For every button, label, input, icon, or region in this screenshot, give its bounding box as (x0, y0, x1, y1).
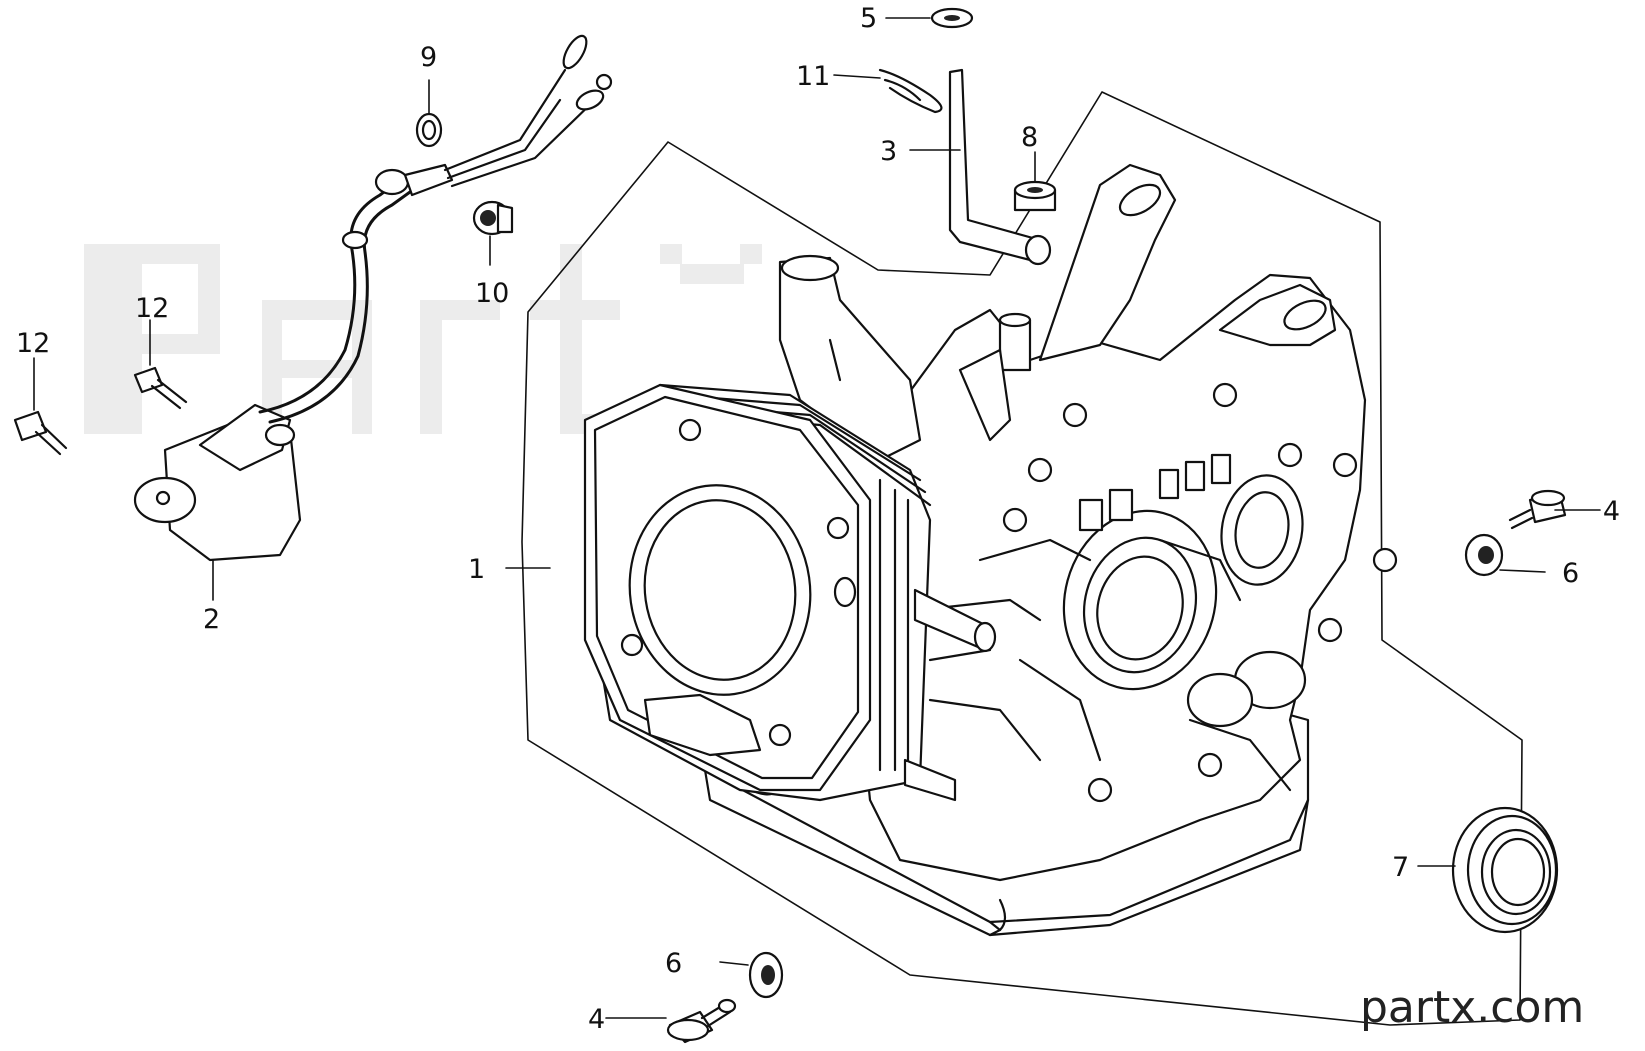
bolt-part-4a (1508, 489, 1567, 530)
callout-6-right: 6 (1562, 558, 1579, 589)
callout-9: 9 (420, 42, 437, 73)
callout-4-right: 4 (1603, 496, 1620, 527)
callout-3: 3 (880, 136, 897, 167)
callout-12-b: 12 (16, 328, 50, 359)
callout-2: 2 (203, 604, 220, 635)
nut-part-8 (1013, 180, 1057, 212)
callout-11: 11 (796, 61, 830, 92)
cylinder-block (703, 163, 1398, 937)
ignition-coil (133, 34, 613, 562)
callout-labels: 1 2 3 4 4 5 6 6 7 8 9 10 11 12 12 (16, 3, 1620, 1035)
assembly-boundary (521, 91, 1523, 1026)
callout-7: 7 (1392, 852, 1409, 883)
callout-10: 10 (475, 278, 509, 309)
clip-part (878, 68, 943, 114)
callout-12-a: 12 (135, 293, 169, 324)
callout-4-bottom: 4 (588, 1004, 605, 1035)
oil-seal-part-7 (1451, 806, 1559, 934)
grommet-part-10 (472, 200, 514, 236)
callout-1: 1 (468, 554, 485, 585)
o-ring-part-9 (415, 112, 443, 148)
rod-part (948, 68, 1052, 266)
washer-part-6b (748, 951, 784, 999)
bolt-part-12b (13, 410, 68, 456)
bolt-part-12a (133, 366, 188, 410)
cylinder-barrel (583, 254, 997, 802)
callout-8: 8 (1021, 122, 1038, 153)
callout-5: 5 (860, 3, 877, 34)
leader-lines (33, 17, 1601, 1019)
washer-part-6a (1464, 533, 1504, 577)
callout-6-bottom: 6 (665, 948, 682, 979)
bolt-part-4b (666, 998, 737, 1044)
brand-watermark: partx.com (1360, 982, 1584, 1033)
